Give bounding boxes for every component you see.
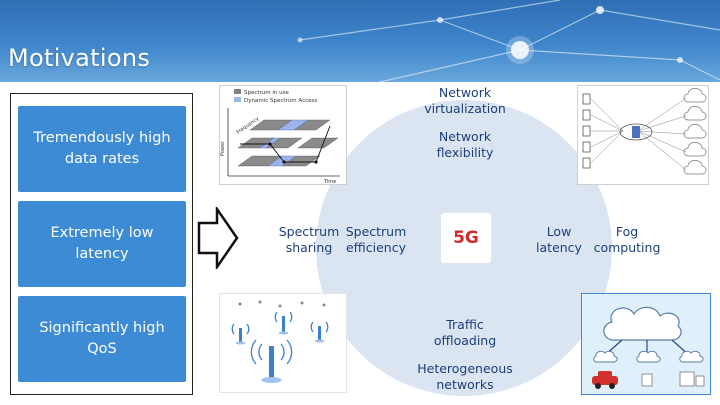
virtualization-diagram bbox=[582, 88, 707, 175]
spectrum-access-figure: Spectrum in use Dynamic Spectrum Access … bbox=[219, 85, 347, 185]
right-arrow-icon bbox=[197, 207, 239, 269]
label-low-latency: Low latency bbox=[536, 224, 582, 255]
virtualization-figure bbox=[577, 85, 709, 185]
label-fog-computing: Fog computing bbox=[593, 224, 661, 255]
label-heterogeneous-networks: Heterogeneous networks bbox=[417, 361, 513, 392]
towers-figure bbox=[219, 293, 347, 393]
legend-spectrum-in-use: Spectrum in use bbox=[244, 90, 290, 96]
fog-diagram bbox=[592, 306, 705, 389]
5g-label: 5G bbox=[441, 213, 491, 263]
slide-title: Motivations bbox=[8, 44, 151, 72]
axis-power: Power bbox=[220, 140, 226, 156]
network-graphic bbox=[297, 0, 720, 82]
fog-computing-figure bbox=[581, 293, 711, 395]
label-spectrum-sharing: Spectrum sharing bbox=[278, 224, 340, 255]
requirement-latency: Extremely low latency bbox=[18, 201, 186, 287]
requirement-qos: Significantly high QoS bbox=[18, 296, 186, 382]
requirement-data-rates: Tremendously high data rates bbox=[18, 106, 186, 192]
requirements-panel: Tremendously high data rates Extremely l… bbox=[10, 93, 193, 395]
legend-dynamic-access: Dynamic Spectrum Access bbox=[244, 98, 317, 104]
header-banner: Motivations bbox=[0, 0, 720, 82]
label-spectrum-efficiency: Spectrum efficiency bbox=[345, 224, 407, 255]
axis-time: Time bbox=[323, 179, 336, 185]
label-network-flexibility: Network flexibility bbox=[436, 129, 494, 160]
label-traffic-offloading: Traffic offloading bbox=[433, 317, 497, 348]
towers-diagram bbox=[231, 300, 329, 383]
label-network-virtualization: Network virtualization bbox=[424, 85, 506, 116]
spectrum-diagram: Spectrum in use Dynamic Spectrum Access … bbox=[220, 89, 340, 185]
